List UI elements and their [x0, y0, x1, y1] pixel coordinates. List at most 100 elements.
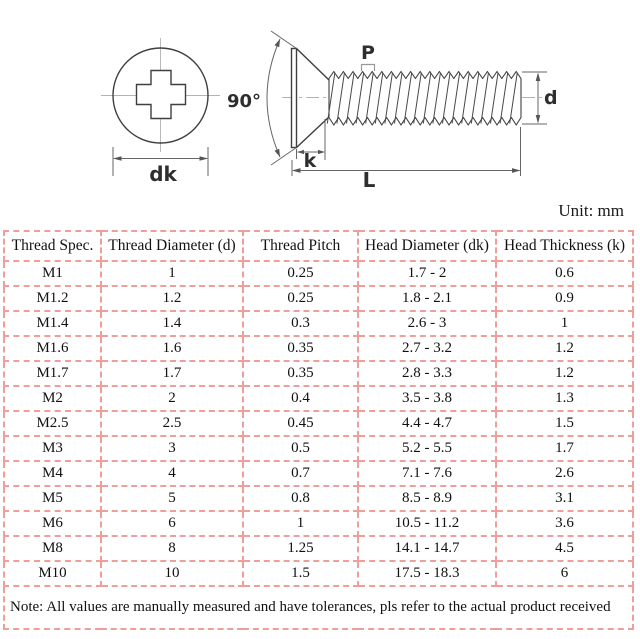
table-cell: 7.1 - 7.6: [357, 460, 497, 487]
k-arrow-right: [318, 149, 325, 155]
table-cell: M1.4: [3, 310, 102, 337]
table-cell: 5: [100, 485, 244, 512]
table-cell: 1.6: [100, 335, 244, 362]
table-cell: 14.1 - 14.7: [357, 535, 497, 562]
head-outline: [112, 47, 209, 144]
table-cell: 1.7: [495, 435, 634, 462]
k-arrow-left: [297, 149, 304, 155]
table-cell: 0.4: [242, 385, 359, 412]
table-cell: 8: [100, 535, 244, 562]
dk-arrow-right: [199, 156, 208, 161]
table-cell: 1: [100, 260, 244, 287]
head-profile: [290, 47, 330, 149]
table-cell: 4.5: [495, 535, 634, 562]
pitch-bracket: [360, 63, 376, 71]
table-cell: M1.2: [3, 285, 102, 312]
k-label: k: [304, 150, 317, 172]
phillips-cross-icon: [135, 69, 187, 120]
table-cell: 3.1: [495, 485, 634, 512]
table-cell: 1: [242, 510, 359, 537]
table-cell: 1.7: [100, 360, 244, 387]
note-text: Note: All values are manually measured a…: [3, 585, 634, 630]
table-cell: M6: [3, 510, 102, 537]
d-label: d: [544, 87, 558, 109]
table-cell: M8: [3, 535, 102, 562]
thread-outline: [328, 70, 522, 126]
table-cell: 6: [100, 510, 244, 537]
table-cell: 0.25: [242, 260, 359, 287]
table-cell: 2.6 - 3: [357, 310, 497, 337]
table-cell: 2.7 - 3.2: [357, 335, 497, 362]
table-cell: 2: [100, 385, 244, 412]
table-cell: M1.6: [3, 335, 102, 362]
pitch-label: P: [361, 42, 375, 64]
table-cell: M1.7: [3, 360, 102, 387]
table-cell: 1.5: [242, 560, 359, 587]
column-header-thread-pitch: Thread Pitch: [242, 230, 359, 262]
table-cell: 0.45: [242, 410, 359, 437]
table-cell: 3.6: [495, 510, 634, 537]
thread-hatch: [326, 72, 518, 124]
d-dimension: [522, 71, 547, 125]
table-cell: 4.4 - 4.7: [357, 410, 497, 437]
table-cell: 1.8 - 2.1: [357, 285, 497, 312]
table-cell: 2.8 - 3.3: [357, 360, 497, 387]
table-cell: M5: [3, 485, 102, 512]
table-cell: M3: [3, 435, 102, 462]
table-cell: 1.2: [495, 360, 634, 387]
table-cell: 0.7: [242, 460, 359, 487]
screw-diagram: dk 90° P: [101, 30, 558, 192]
table-cell: 1.5: [495, 410, 634, 437]
d-arrow-top: [535, 72, 541, 81]
table-cell: 3: [100, 435, 244, 462]
note-row: Note: All values are manually measured a…: [3, 585, 634, 630]
table-cell: 0.9: [495, 285, 634, 312]
front-view: dk: [101, 38, 220, 186]
spec-table: Thread Spec. Thread Diameter (d) Thread …: [3, 230, 634, 630]
angle-arrow-bottom: [274, 148, 280, 157]
table-cell: M2: [3, 385, 102, 412]
table-cell: 2.6: [495, 460, 634, 487]
table-cell: 10.5 - 11.2: [357, 510, 497, 537]
table-cell: 1.2: [100, 285, 244, 312]
table-cell: 17.5 - 18.3: [357, 560, 497, 587]
table-cell: 1.3: [495, 385, 634, 412]
table-cell: 8.5 - 8.9: [357, 485, 497, 512]
dk-arrow-left: [113, 156, 122, 161]
column-header-thread-diameter: Thread Diameter (d): [100, 230, 244, 262]
table-cell: 10: [100, 560, 244, 587]
l-dimension: [291, 127, 521, 176]
table-cell: M2.5: [3, 410, 102, 437]
angle-arrow-top: [274, 39, 280, 48]
table-cell: 0.35: [242, 335, 359, 362]
table-cell: 1.7 - 2: [357, 260, 497, 287]
table-cell: 1: [495, 310, 634, 337]
unit-label: Unit: mm: [558, 201, 624, 220]
table-cell: 0.5: [242, 435, 359, 462]
table-cell: 6: [495, 560, 634, 587]
table-cell: 1.25: [242, 535, 359, 562]
dk-dimension: [112, 147, 209, 176]
table-cell: 0.3: [242, 310, 359, 337]
l-label: L: [363, 168, 376, 192]
table-cell: M10: [3, 560, 102, 587]
table-cell: 1.4: [100, 310, 244, 337]
table-cell: 5.2 - 5.5: [357, 435, 497, 462]
table-cell: 0.35: [242, 360, 359, 387]
column-header-thread-spec: Thread Spec.: [3, 230, 102, 262]
angle-dimension: [266, 30, 297, 166]
table-cell: 2.5: [100, 410, 244, 437]
angle-label: 90°: [227, 91, 261, 112]
